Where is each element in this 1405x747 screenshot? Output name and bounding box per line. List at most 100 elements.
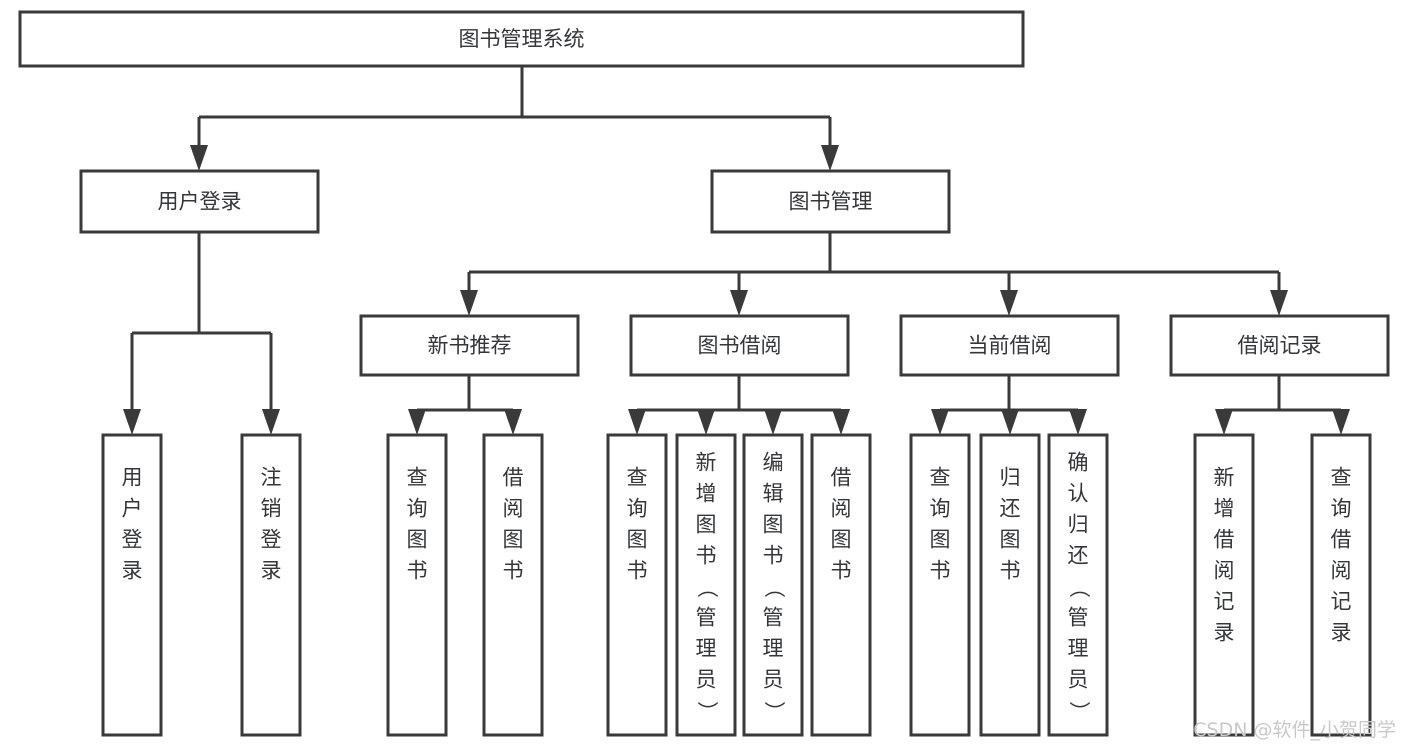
label-char: ）: [762, 701, 786, 722]
label-char: 图: [627, 528, 648, 552]
connector-current-borrow-fanout: [931, 375, 1087, 435]
connector-arrowhead: [821, 145, 839, 171]
label-char: 图: [930, 528, 951, 552]
label-char: 阅: [1214, 559, 1235, 583]
label-char: 员: [1068, 668, 1089, 692]
label-char: 书: [831, 559, 852, 583]
node-box-leaf-query-borrow-record[interactable]: [1310, 433, 1372, 737]
label-char: 查: [1331, 466, 1352, 490]
label-char: 查: [930, 466, 951, 490]
node-user-login[interactable]: 用户登录: [79, 169, 320, 234]
connector-arrowhead: [1069, 409, 1087, 435]
label-char: 图: [1000, 528, 1021, 552]
node-box-current-borrow[interactable]: [899, 314, 1120, 377]
node-box-leaf-logout[interactable]: [240, 433, 302, 737]
node-box-new-book-recommend[interactable]: [359, 314, 580, 377]
connector-arrowhead: [504, 409, 522, 435]
node-box-borrow-record[interactable]: [1169, 314, 1390, 377]
node-label-user-login: 用户登录: [158, 190, 242, 214]
node-box-book-manage[interactable]: [710, 169, 951, 234]
label-char: 还: [1068, 544, 1089, 568]
label-char: 询: [930, 497, 951, 521]
connector-borrow-record-fanout: [1215, 375, 1350, 435]
node-label-borrow-record: 借阅记录: [1238, 334, 1322, 358]
node-new-book-recommend[interactable]: 新书推荐: [359, 314, 580, 377]
label-char: 登: [122, 528, 143, 552]
node-box-leaf-return-book[interactable]: [979, 433, 1041, 737]
node-box-leaf-query-book-1[interactable]: [386, 433, 448, 737]
connector-arrowhead: [931, 409, 949, 435]
node-box-leaf-add-borrow-record[interactable]: [1193, 433, 1255, 737]
label-char: 图: [696, 513, 717, 537]
label-char: 查: [627, 466, 648, 490]
connector-arrowhead: [460, 290, 478, 316]
connector-arrowhead: [628, 409, 646, 435]
label-char: 阅: [1331, 559, 1352, 583]
node-box-book-borrow[interactable]: [629, 314, 850, 377]
label-char: 图: [503, 528, 524, 552]
label-char: 归: [1068, 513, 1089, 537]
label-char: ）: [1067, 701, 1091, 722]
node-current-borrow[interactable]: 当前借阅: [899, 314, 1120, 377]
node-box-leaf-borrow-book-2[interactable]: [810, 433, 872, 737]
label-char: 记: [1214, 590, 1235, 614]
node-leaf-user-login[interactable]: 用户登录: [101, 433, 163, 737]
label-char: 借: [503, 466, 524, 490]
label-char: （: [1067, 577, 1091, 598]
node-borrow-record[interactable]: 借阅记录: [1169, 314, 1390, 377]
node-root[interactable]: 图书管理系统: [18, 10, 1025, 68]
label-char: 销: [261, 497, 282, 521]
label-char: 注: [261, 466, 282, 490]
node-box-leaf-confirm-return-admin[interactable]: [1047, 433, 1109, 737]
label-char: 书: [763, 544, 784, 568]
label-char: 登: [261, 528, 282, 552]
node-box-leaf-user-login[interactable]: [101, 433, 163, 737]
node-layer: 图书管理系统用户登录图书管理新书推荐图书借阅当前借阅借阅记录用户登录注销登录查询…: [18, 10, 1390, 737]
node-box-leaf-add-book-admin[interactable]: [675, 433, 737, 737]
label-char: 图: [407, 528, 428, 552]
node-box-user-login[interactable]: [79, 169, 320, 234]
node-box-leaf-query-book-3[interactable]: [909, 433, 971, 737]
connector-new-book-fanout: [408, 375, 522, 435]
label-char: 员: [696, 668, 717, 692]
label-char: 借: [831, 466, 852, 490]
node-book-borrow[interactable]: 图书借阅: [629, 314, 850, 377]
connector-arrowhead: [730, 290, 748, 316]
label-char: 录: [122, 559, 143, 583]
node-label-book-manage: 图书管理: [789, 190, 873, 214]
node-label-root: 图书管理系统: [459, 27, 585, 51]
connector-arrowhead: [764, 409, 782, 435]
node-box-leaf-query-book-2[interactable]: [606, 433, 668, 737]
label-char: 书: [930, 559, 951, 583]
label-char: 户: [122, 497, 143, 521]
connector-arrowhead: [123, 409, 141, 435]
label-char: 书: [627, 559, 648, 583]
node-box-leaf-edit-book-admin[interactable]: [742, 433, 804, 737]
label-char: 记: [1331, 590, 1352, 614]
node-box-root[interactable]: [18, 10, 1025, 68]
connector-arrowhead: [697, 409, 715, 435]
node-book-manage[interactable]: 图书管理: [710, 169, 951, 234]
label-char: ）: [695, 701, 719, 722]
node-box-leaf-borrow-book-1[interactable]: [482, 433, 544, 737]
